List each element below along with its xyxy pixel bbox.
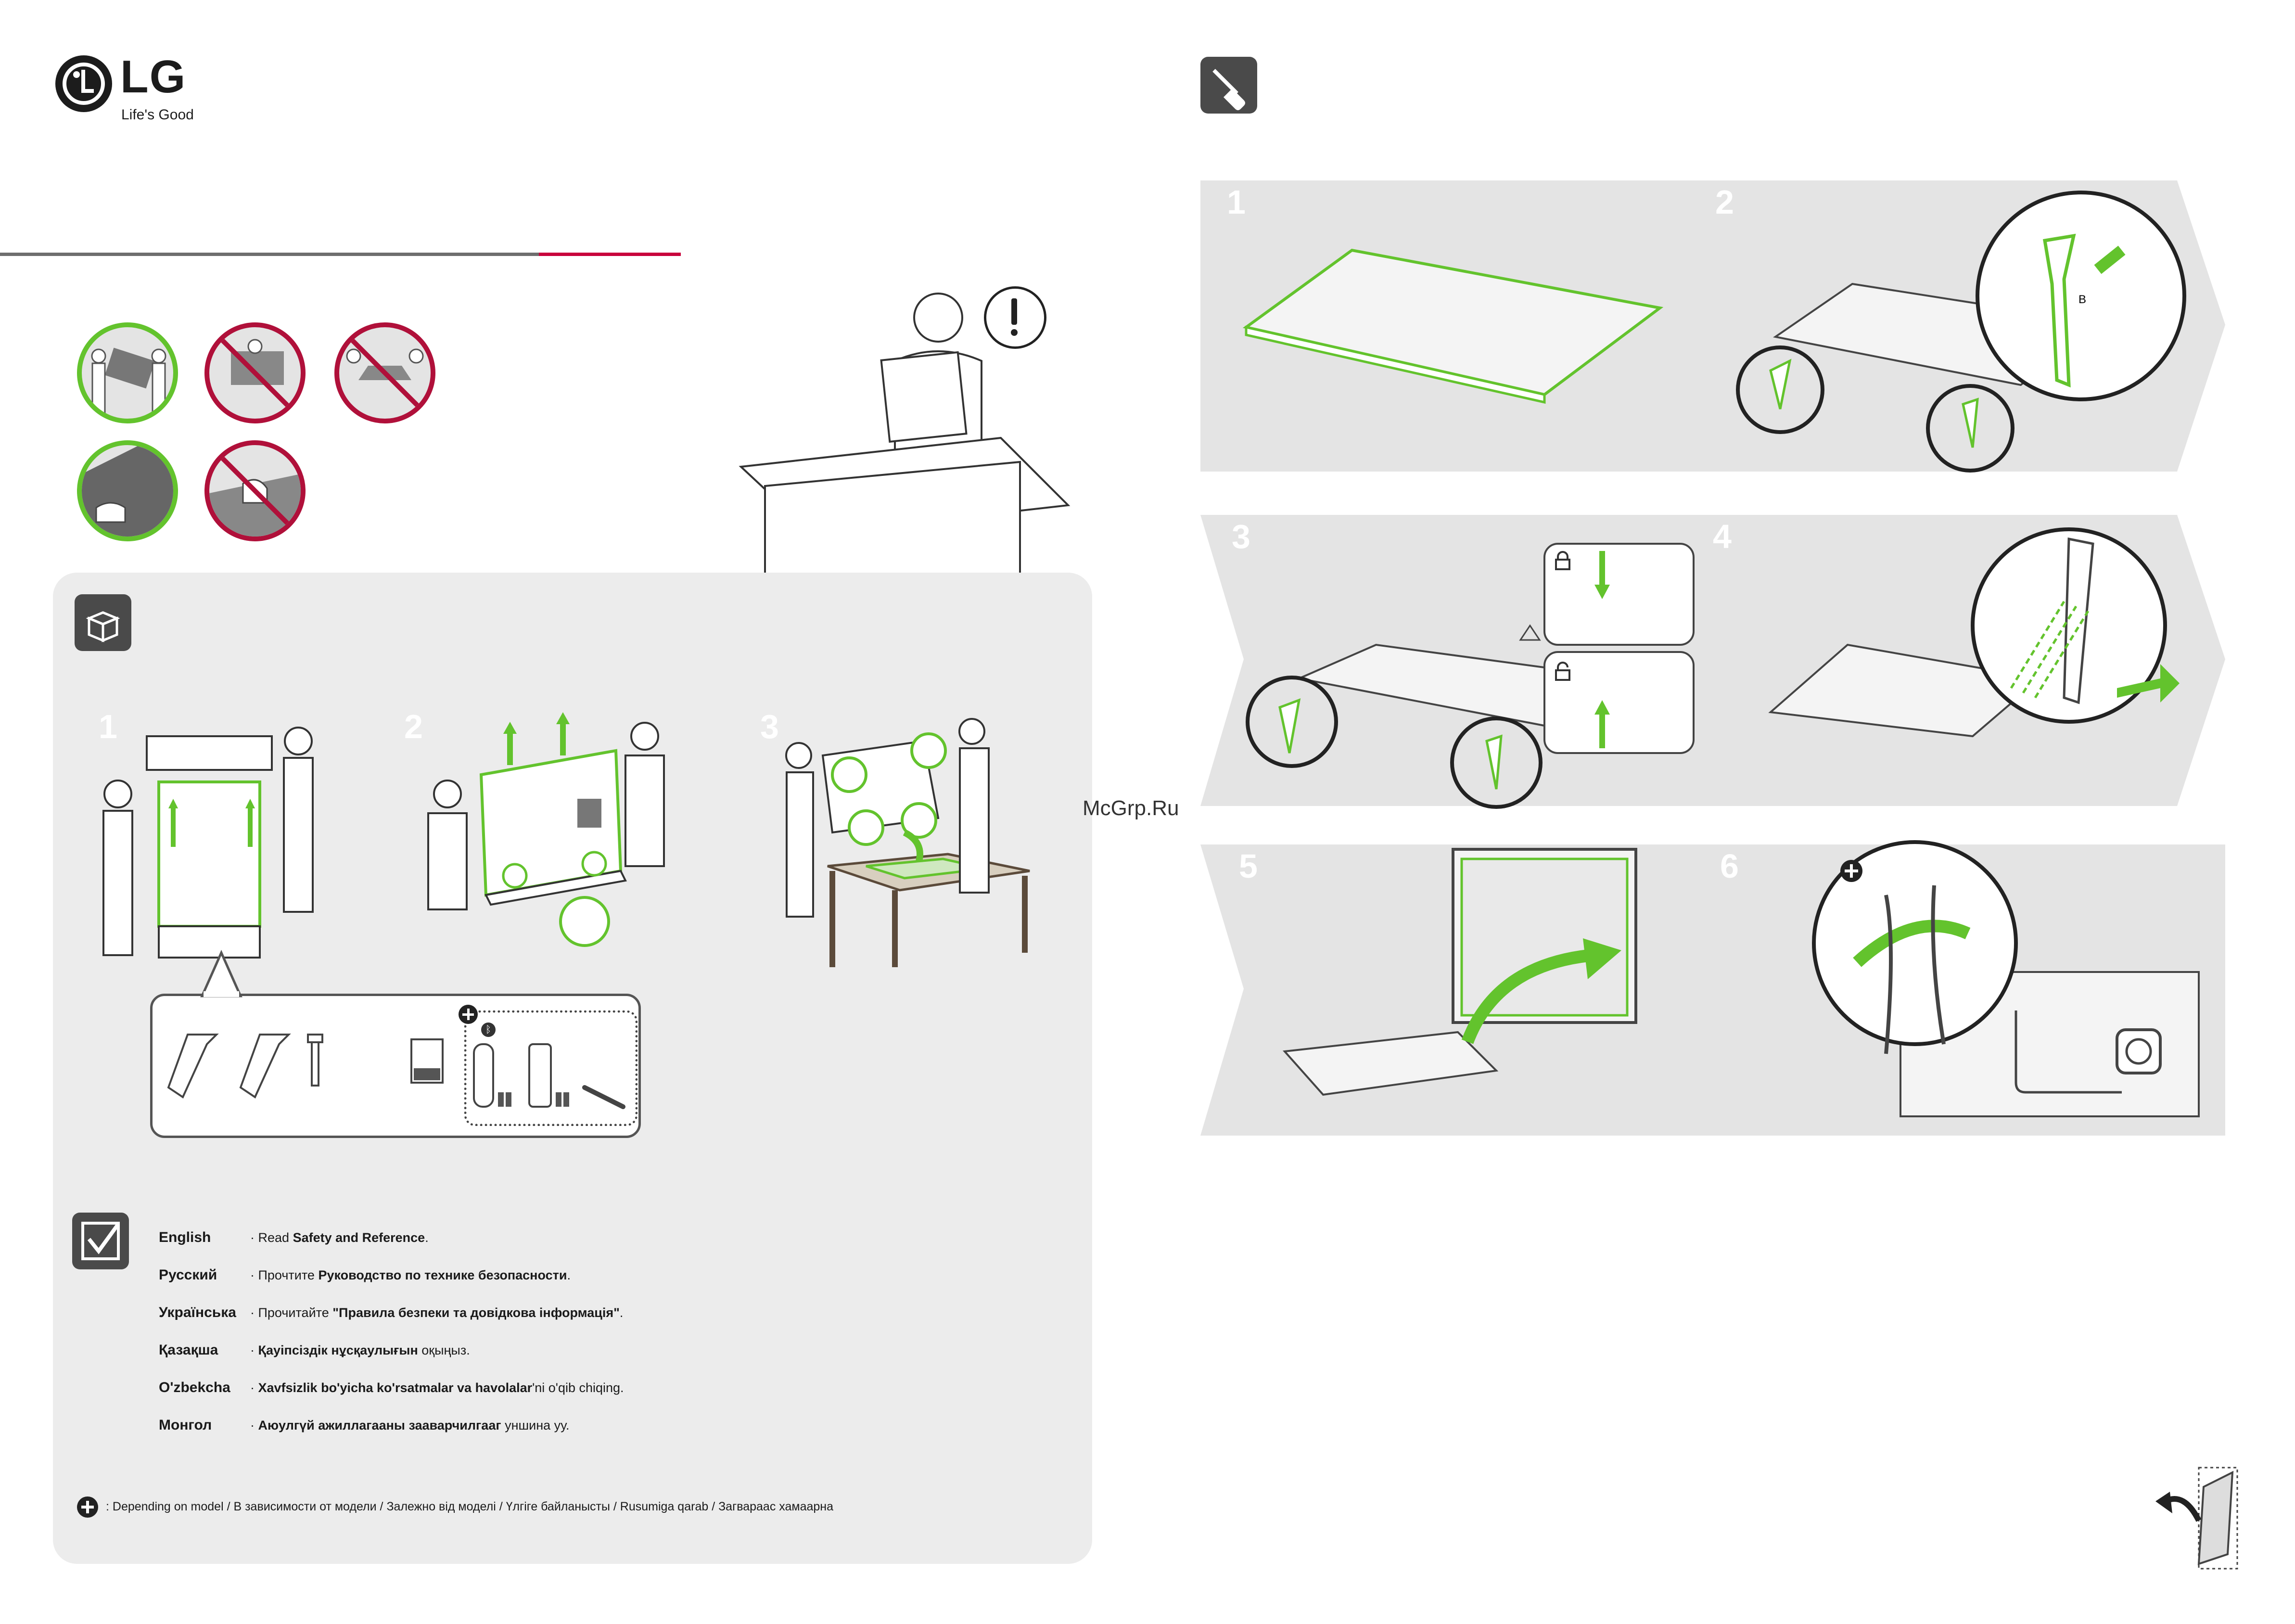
unbox-step-number: 2 [404, 708, 423, 745]
instruction-text: · Xavfsizlik bo'yicha ko'rsatmalar va ha… [250, 1381, 624, 1395]
checklist-icon [72, 1213, 129, 1269]
install-step-6-illustration [1812, 840, 2200, 1117]
handling-wrong-carry-2 [334, 322, 435, 423]
leg-b-marker: B [2078, 293, 2086, 306]
instruction-lang: O'zbekcha [159, 1380, 230, 1395]
brand-tagline: Life's Good [121, 107, 194, 123]
exclamation-icon [984, 286, 1046, 349]
header-rule-accent [539, 253, 681, 256]
instruction-text: · Прочитайте "Правила безпеки та довідко… [250, 1305, 624, 1320]
unlock-icon [1554, 662, 1571, 681]
handling-wrong-carry-1 [204, 322, 306, 423]
instruction-text: · Қауіпсіздік нұсқаулығын оқыңыз. [250, 1343, 470, 1357]
callout-pointer [200, 949, 242, 997]
bluetooth-icon: ᛒ [481, 1023, 496, 1037]
install-step-1-illustration [1242, 248, 1664, 404]
install-step-number: 6 [1720, 847, 1739, 885]
install-step-number: 3 [1232, 518, 1250, 555]
stand-legs-and-screws-illustration [167, 1034, 323, 1099]
handling-correct-hold [77, 440, 178, 541]
page-turn-icon [2155, 1467, 2238, 1570]
instruction-lang: English [159, 1229, 211, 1245]
unbox-step-3-illustration [785, 718, 1030, 967]
plus-icon [77, 1496, 98, 1518]
included-parts-box [150, 994, 641, 1138]
instruction-text: · Прочтите Руководство по технике безопа… [250, 1268, 571, 1282]
lock-direction-arrows [1594, 551, 1610, 748]
unbox-step-1-illustration [102, 727, 314, 959]
install-step-number: 2 [1715, 183, 1734, 221]
instruction-text: · Аюулгүй ажиллагааны зааварчилгааг унши… [250, 1418, 570, 1432]
unbox-step-number: 1 [99, 708, 117, 745]
watermark: McGrp.Ru [1083, 796, 1179, 820]
install-step-number: 4 [1713, 518, 1732, 555]
install-step-2-illustration: B [1736, 191, 2186, 473]
install-step-5-illustration [1282, 848, 1637, 1096]
box-icon [75, 594, 131, 651]
lock-icon [1554, 551, 1571, 570]
instruction-lang: Монгол [159, 1417, 212, 1433]
lg-logo-icon [55, 55, 112, 112]
unbox-step-2-illustration [427, 712, 665, 947]
install-step-3-illustration [1246, 543, 1695, 809]
model-footnote: : Depending on model / В зависимости от … [106, 1500, 833, 1513]
screwdriver-icon [1200, 57, 1257, 114]
install-step-number: 1 [1227, 183, 1246, 221]
instruction-lang: Русский [159, 1267, 217, 1283]
plus-icon [1840, 860, 1862, 882]
unbox-step-number: 3 [760, 708, 779, 745]
manual-booklet-icon [410, 1038, 444, 1084]
header-rule [0, 253, 539, 256]
instruction-lang: Українська [159, 1304, 236, 1320]
instruction-lang: Қазақша [159, 1342, 218, 1358]
handling-wrong-hold [204, 440, 306, 541]
install-step-number: 5 [1239, 847, 1258, 885]
instruction-text: · Read Safety and Reference. [250, 1230, 429, 1245]
remote-controls-and-batteries-illustration [473, 1043, 625, 1109]
handling-correct-carry [77, 322, 178, 423]
plus-icon [459, 1005, 478, 1024]
brand-name: LG [120, 51, 187, 102]
install-step-4-illustration [1768, 527, 2180, 738]
optional-accessories-box [464, 1010, 638, 1126]
